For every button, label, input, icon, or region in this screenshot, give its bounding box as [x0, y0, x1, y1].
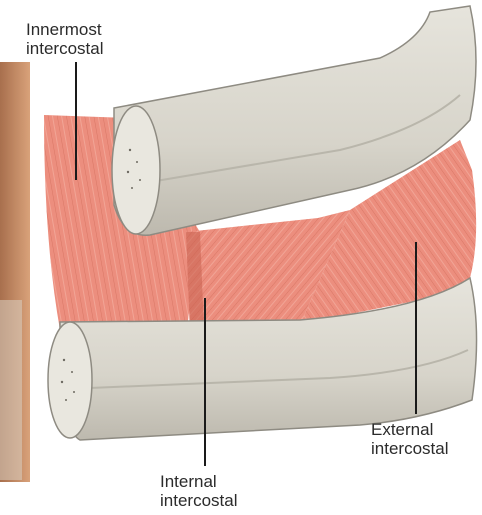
external-label-line2: intercostal	[371, 439, 448, 458]
innermost-intercostal-label: Innermost intercostal	[26, 20, 103, 58]
internal-intercostal-label: Internal intercostal	[160, 472, 237, 510]
background-photo-strip	[0, 62, 30, 482]
external-intercostal-label: External intercostal	[371, 420, 448, 458]
internal-label-line1: Internal	[160, 472, 237, 491]
external-label-line1: External	[371, 420, 448, 439]
innermost-label-line2: intercostal	[26, 39, 103, 58]
upper-rib-cut-end	[112, 106, 160, 234]
internal-label-line2: intercostal	[160, 491, 237, 510]
innermost-label-line1: Innermost	[26, 20, 103, 39]
lower-rib-cut-end	[48, 322, 92, 438]
